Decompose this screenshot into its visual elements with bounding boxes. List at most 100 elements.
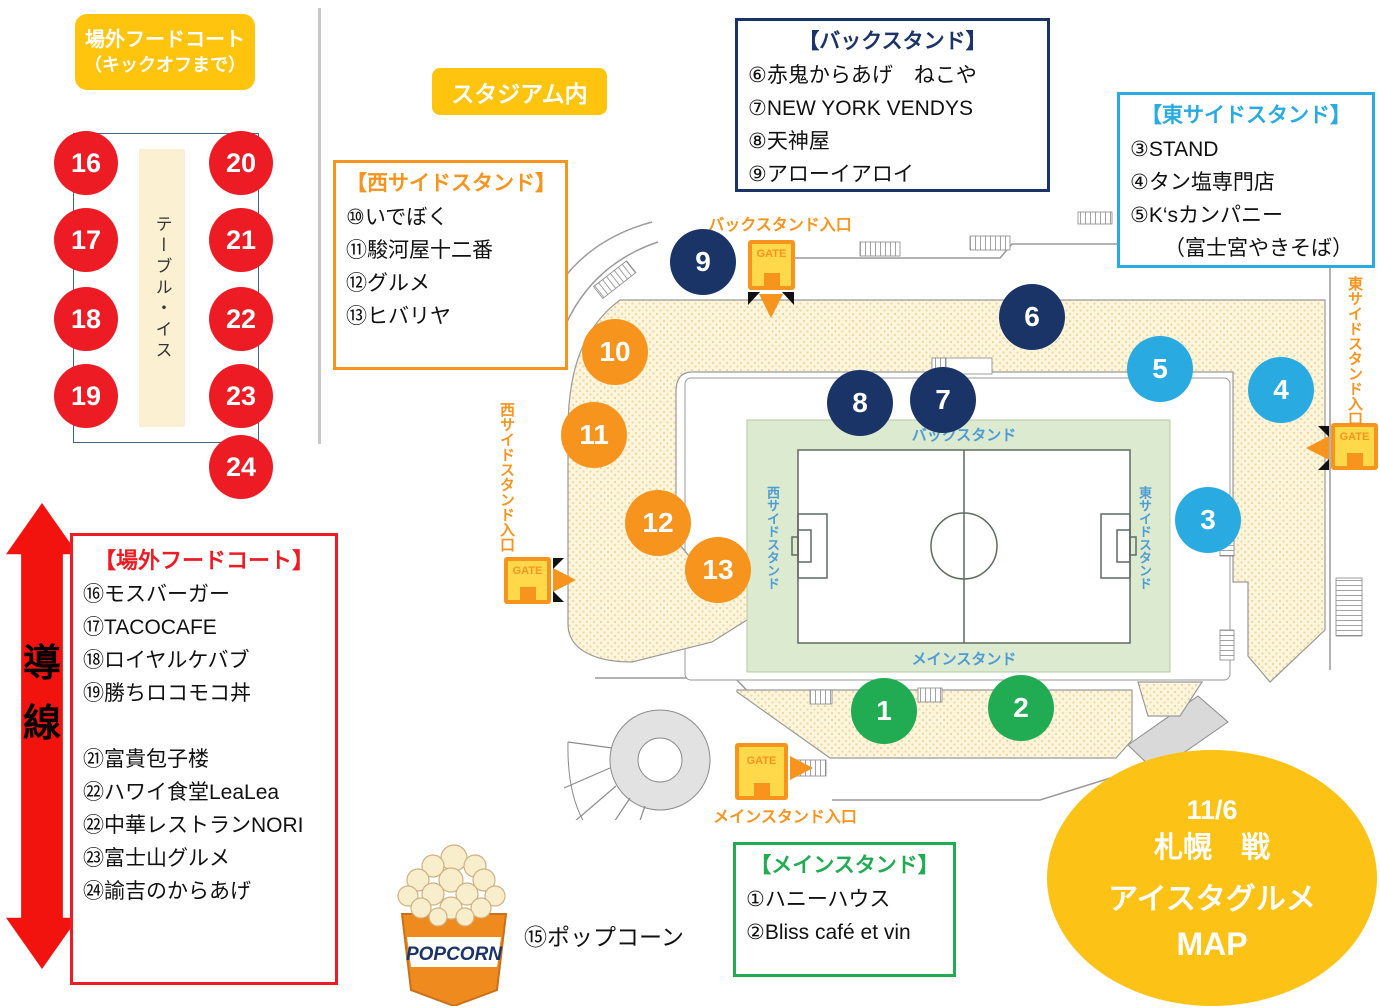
table-chairs-label: テーブル・イス (152, 214, 172, 362)
legend-back-stand: 【バックスタンド】 ⑥赤鬼からあげ ねこや ⑦NEW YORK VENDYS ⑧… (735, 18, 1050, 192)
gate-door-icon (519, 587, 536, 600)
outside-stall-20[interactable]: 20 (209, 131, 273, 195)
legend-east-title: 【東サイドスタンド】 (1141, 104, 1351, 127)
gate-label-main: メインスタンド入口 (713, 809, 857, 826)
legend-west-title: 【西サイドスタンド】 (346, 172, 556, 195)
stand-label-west: 西サイドスタンド (765, 486, 780, 590)
legend-item: （富士宮やきそば） (1164, 237, 1353, 260)
legend-west-stand: 【西サイドスタンド】 ⑩いでぼく ⑪駿河屋十二番 ⑫グルメ ⑬ヒバリヤ (333, 160, 568, 370)
gate-label-east: 東サイドスタンド入口 (1346, 276, 1363, 426)
legend-back-title: 【バックスタンド】 (798, 30, 987, 53)
gate-text: GATE (756, 248, 787, 260)
legend-item: ③STAND (1130, 138, 1219, 161)
outside-stall-22[interactable]: 22 (209, 287, 273, 351)
outside-stall-16[interactable]: 16 (54, 131, 118, 195)
flow-arrow-char2: 線 (22, 703, 61, 745)
gate-text: GATE (746, 755, 777, 767)
legend-item: ⑱ロイヤルケバブ (83, 649, 250, 672)
stand-label-east: 東サイドスタンド (1137, 486, 1152, 590)
legend-item: ⑯モスバーガー (83, 583, 230, 606)
gourmet-line1: アイスタグルメ (1108, 883, 1316, 916)
legend-item: ②Bliss café et vin (746, 921, 911, 944)
map-stall-4[interactable]: 4 (1248, 357, 1314, 423)
legend-item: ⑤K‘sカンパニー (1130, 204, 1283, 227)
map-stall-7[interactable]: 7 (910, 367, 976, 433)
stadium-plan (534, 211, 1363, 820)
legend-east-stand: 【東サイドスタンド】 ③STAND ④タン塩専門店 ⑤K‘sカンパニー （富士宮… (1117, 92, 1375, 268)
gourmet-map-title: 11/6 札幌 戦 アイスタグルメ MAP (1047, 750, 1377, 1006)
gate-door-icon (763, 273, 780, 286)
outside-court-header-line2: （キックオフまで） (84, 55, 246, 75)
gate-text: GATE (1339, 431, 1370, 443)
gate-door-icon (753, 783, 770, 796)
map-stall-13[interactable]: 13 (685, 537, 751, 603)
legend-item: ⑪駿河屋十二番 (346, 239, 493, 262)
outside-stall-17[interactable]: 17 (54, 208, 118, 272)
legend-outside-food-court: 【場外フードコート】 ⑯モスバーガー ⑰TACOCAFE ⑱ロイヤルケバブ ⑲勝… (70, 533, 338, 985)
gate-door-icon (1346, 453, 1363, 466)
pitch (746, 419, 1171, 673)
legend-item: ④タン塩専門店 (1130, 171, 1275, 194)
legend-item: ㉔諭吉のからあげ (83, 880, 251, 903)
legend-item: ⑩いでぼく (346, 206, 449, 229)
legend-item: ㉑富貴包子楼 (83, 748, 209, 771)
gate-text: GATE (512, 565, 543, 577)
gate-arrows (553, 292, 1329, 780)
gate-west[interactable]: GATE (504, 557, 551, 604)
gate-east[interactable]: GATE (1331, 423, 1378, 470)
divider-line (318, 8, 321, 444)
concourse-se-wedge (1137, 681, 1204, 717)
map-stall-12[interactable]: 12 (625, 490, 691, 556)
outside-stall-19[interactable]: 19 (54, 364, 118, 428)
map-stall-2[interactable]: 2 (988, 675, 1054, 741)
table-chairs: テーブル・イス (139, 149, 185, 427)
stand-label-back: バックスタンド (911, 427, 1017, 444)
legend-item-spacer (83, 710, 325, 743)
map-stall-10[interactable]: 10 (582, 319, 648, 385)
gate-label-back: バックスタンド入口 (708, 217, 852, 234)
outside-stall-24[interactable]: 24 (209, 435, 273, 499)
map-stall-11[interactable]: 11 (561, 402, 627, 468)
gourmet-match: 札幌 戦 (1153, 832, 1270, 864)
legend-item: ⑫グルメ (346, 272, 430, 295)
outside-stall-21[interactable]: 21 (209, 208, 273, 272)
legend-main-title: 【メインスタンド】 (750, 854, 939, 877)
gate-main[interactable]: GATE (735, 743, 788, 800)
legend-item: ①ハニーハウス (746, 888, 891, 911)
legend-item: ㉒ハワイ食堂LeaLea (83, 781, 280, 804)
gourmet-date: 11/6 (1186, 795, 1238, 825)
stand-label-main: メインスタンド (911, 651, 1017, 668)
legend-item: ⑧天神屋 (748, 130, 830, 153)
spiral-ramp (563, 709, 711, 820)
popcorn-label: ⑮ポップコーン (524, 924, 684, 950)
legend-item: ㉒中華レストランNORI (83, 814, 304, 837)
stadium-inside-label: スタジアム内 (432, 68, 607, 115)
gate-label-west: 西サイドスタンド入口 (498, 402, 515, 552)
map-stall-5[interactable]: 5 (1127, 336, 1193, 402)
map-stall-9[interactable]: 9 (670, 229, 736, 295)
gate-back[interactable]: GATE (748, 240, 795, 290)
legend-item: ⑰TACOCAFE (83, 616, 217, 639)
map-stall-8[interactable]: 8 (827, 370, 893, 436)
legend-item: ⑬ヒバリヤ (346, 305, 451, 328)
map-stall-6[interactable]: 6 (999, 284, 1065, 350)
popcorn-box-text: POPCORN (406, 944, 503, 965)
outside-court-header-line1: 場外フードコート (85, 29, 245, 51)
outside-court-header: 場外フードコート （キックオフまで） (75, 14, 255, 90)
outside-stall-23[interactable]: 23 (209, 364, 273, 428)
map-stall-3[interactable]: 3 (1175, 487, 1241, 553)
stadium-inside-label-text: スタジアム内 (451, 80, 588, 107)
map-stall-1[interactable]: 1 (851, 678, 917, 744)
legend-item: ⑦NEW YORK VENDYS (748, 97, 973, 120)
legend-main-stand: 【メインスタンド】 ①ハニーハウス ②Bliss café et vin (733, 842, 956, 977)
legend-item: ⑨アローイアロイ (748, 163, 914, 186)
flow-arrow-char1: 導 (22, 643, 61, 685)
legend-item: ⑥赤鬼からあげ ねこや (748, 64, 977, 87)
popcorn-icon: POPCORN (397, 844, 508, 1006)
gourmet-line2: MAP (1176, 926, 1248, 962)
legend-item: ⑲勝ちロコモコ丼 (83, 682, 251, 705)
outside-stall-18[interactable]: 18 (54, 287, 118, 351)
outside-court-area (73, 133, 259, 443)
legend-item: ㉓富士山グルメ (83, 847, 230, 870)
legend-outside-title: 【場外フードコート】 (93, 548, 314, 573)
